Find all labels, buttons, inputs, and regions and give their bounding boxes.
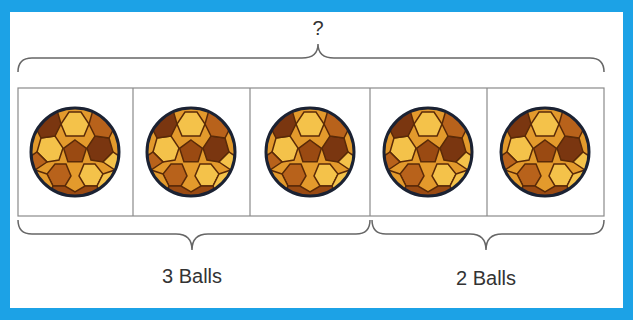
cell-row: [18, 88, 604, 216]
part-label: 2 Balls: [456, 266, 516, 290]
part-brace: [372, 220, 604, 250]
part-brace: [18, 220, 370, 250]
cell-divider: [486, 88, 487, 216]
soccer-ball: [25, 108, 125, 198]
soccer-ball: [378, 108, 478, 198]
soccer-ball: [495, 108, 595, 198]
total-label: ?: [312, 16, 323, 40]
cell-divider: [249, 88, 250, 216]
cell-divider: [369, 88, 370, 216]
part-label: 3 Balls: [162, 264, 222, 288]
total-brace: [18, 44, 604, 72]
cell-divider: [132, 88, 133, 216]
soccer-ball: [141, 108, 241, 198]
soccer-ball: [260, 108, 360, 198]
